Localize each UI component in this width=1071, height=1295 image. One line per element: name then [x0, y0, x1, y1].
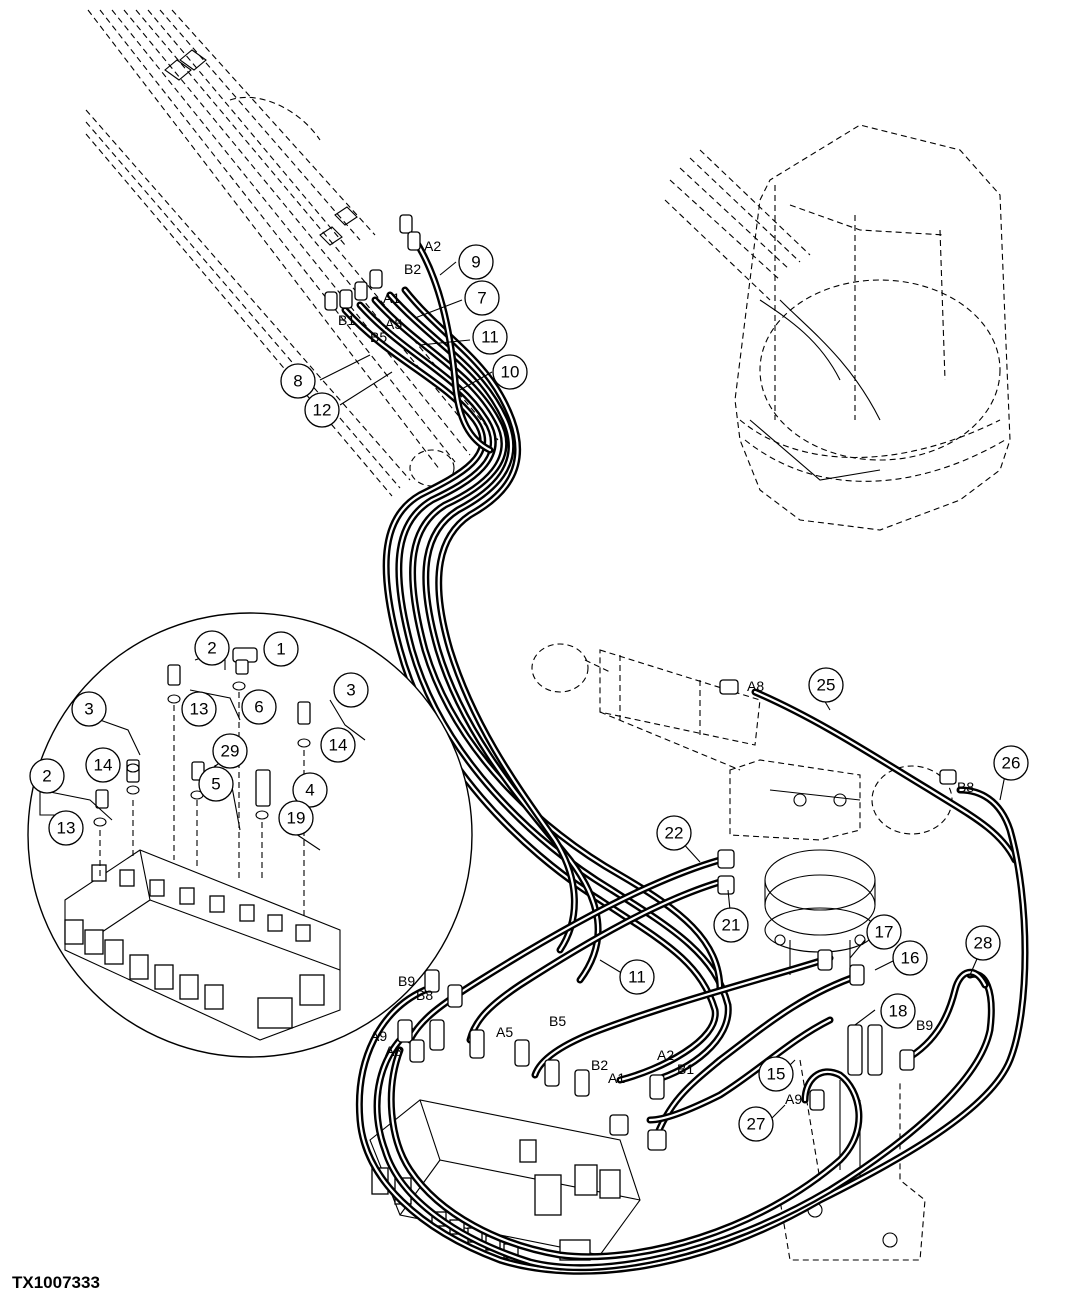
svg-text:8: 8 — [293, 372, 302, 391]
port-label-b8-left: B8 — [416, 987, 433, 1003]
callout-6: 6 — [241, 689, 277, 725]
callout-8: 8 — [280, 363, 316, 399]
port-label-a5-valve: A5 — [496, 1024, 513, 1040]
port-label-b5-top: B5 — [370, 329, 387, 345]
port-label-a8-left: A8 — [385, 1043, 402, 1059]
callout-29: 29 — [212, 733, 248, 769]
port-label-a1-top: A1 — [383, 290, 400, 306]
svg-text:28: 28 — [974, 934, 993, 953]
callout-16: 16 — [892, 940, 928, 976]
svg-text:9: 9 — [471, 253, 480, 272]
port-label-a9-left: A9 — [370, 1028, 387, 1044]
svg-text:3: 3 — [346, 681, 355, 700]
callout-7: 7 — [464, 280, 500, 316]
port-label-b1-valve: B1 — [677, 1061, 694, 1077]
port-label-b2-top: B2 — [404, 261, 421, 277]
callout-2b: 2 — [29, 758, 65, 794]
port-label-b8-right: B8 — [957, 779, 974, 795]
callout-25: 25 — [808, 667, 844, 703]
svg-text:13: 13 — [190, 700, 209, 719]
svg-text:1: 1 — [276, 640, 285, 659]
svg-text:29: 29 — [221, 742, 240, 761]
callout-11b: 11 — [619, 959, 655, 995]
svg-text:26: 26 — [1002, 754, 1021, 773]
callout-14b: 14 — [320, 727, 356, 763]
svg-text:19: 19 — [287, 809, 306, 828]
callout-14a: 14 — [85, 747, 121, 783]
callout-3a: 3 — [71, 691, 107, 727]
callout-11a: 11 — [472, 319, 508, 355]
port-label-a1-valve: A1 — [608, 1070, 625, 1086]
control-valve — [369, 1099, 641, 1261]
svg-text:13: 13 — [57, 819, 76, 838]
svg-text:14: 14 — [329, 736, 348, 755]
port-labels: A2 B2 A1 A5 B1 B5 A8 B8 B9 B8 A9 A8 A5 B… — [338, 238, 974, 1107]
boom-outline — [85, 9, 499, 497]
callout-3b: 3 — [333, 672, 369, 708]
callout-28: 28 — [965, 925, 1001, 961]
callout-2: 2 — [194, 630, 230, 666]
svg-text:2: 2 — [42, 767, 51, 786]
swing-motor — [729, 759, 876, 975]
svg-text:12: 12 — [313, 401, 332, 420]
figure-id: TX1007333 — [12, 1273, 100, 1292]
port-label-a2-valve: A2 — [657, 1047, 674, 1063]
svg-text:15: 15 — [767, 1065, 786, 1084]
callout-13b: 13 — [48, 810, 84, 846]
port-label-b9-right: B9 — [916, 1017, 933, 1033]
svg-text:7: 7 — [477, 289, 486, 308]
callouts: 1 2 3 3 4 5 6 2 7 8 9 10 11 11 12 13 13 … — [29, 244, 1029, 1142]
callout-13a: 13 — [181, 691, 217, 727]
port-label-b9-left: B9 — [398, 973, 415, 989]
svg-text:25: 25 — [817, 676, 836, 695]
port-label-b5-valve: B5 — [549, 1013, 566, 1029]
svg-text:14: 14 — [94, 756, 113, 775]
port-label-a9-right: A9 — [785, 1091, 802, 1107]
svg-text:11: 11 — [628, 968, 646, 987]
excavator-outline — [664, 124, 1011, 531]
svg-text:3: 3 — [84, 700, 93, 719]
svg-text:10: 10 — [501, 363, 520, 382]
svg-text:27: 27 — [747, 1115, 766, 1134]
svg-text:21: 21 — [722, 916, 741, 935]
swing-cylinder-outline — [531, 643, 953, 835]
svg-text:11: 11 — [481, 328, 499, 347]
port-label-a2-top: A2 — [424, 238, 441, 254]
port-label-b1-top: B1 — [338, 312, 355, 328]
callout-27: 27 — [738, 1106, 774, 1142]
port-label-a8-cylinder: A8 — [747, 678, 764, 694]
hose-bundle — [341, 236, 1029, 1275]
callout-18: 18 — [880, 993, 916, 1029]
callout-17: 17 — [866, 914, 902, 950]
callout-21: 21 — [713, 907, 749, 943]
callout-26: 26 — [993, 745, 1029, 781]
svg-text:5: 5 — [211, 775, 220, 794]
svg-text:2: 2 — [207, 639, 216, 658]
callout-10: 10 — [492, 354, 528, 390]
callout-4: 4 — [292, 772, 328, 808]
svg-text:22: 22 — [665, 824, 684, 843]
svg-text:16: 16 — [901, 949, 920, 968]
port-label-a5-top: A5 — [385, 316, 402, 332]
callout-12: 12 — [304, 392, 340, 428]
svg-text:18: 18 — [889, 1002, 908, 1021]
svg-text:4: 4 — [305, 781, 314, 800]
valve-fittings — [324, 214, 957, 1151]
callout-1: 1 — [263, 631, 299, 667]
callout-19: 19 — [278, 800, 314, 836]
svg-text:6: 6 — [254, 698, 263, 717]
callout-15: 15 — [758, 1056, 794, 1092]
callout-5: 5 — [198, 766, 234, 802]
callout-9: 9 — [458, 244, 494, 280]
callout-22: 22 — [656, 815, 692, 851]
svg-text:17: 17 — [875, 923, 894, 942]
detail-inset — [27, 612, 473, 1058]
port-label-b2-valve: B2 — [591, 1057, 608, 1073]
